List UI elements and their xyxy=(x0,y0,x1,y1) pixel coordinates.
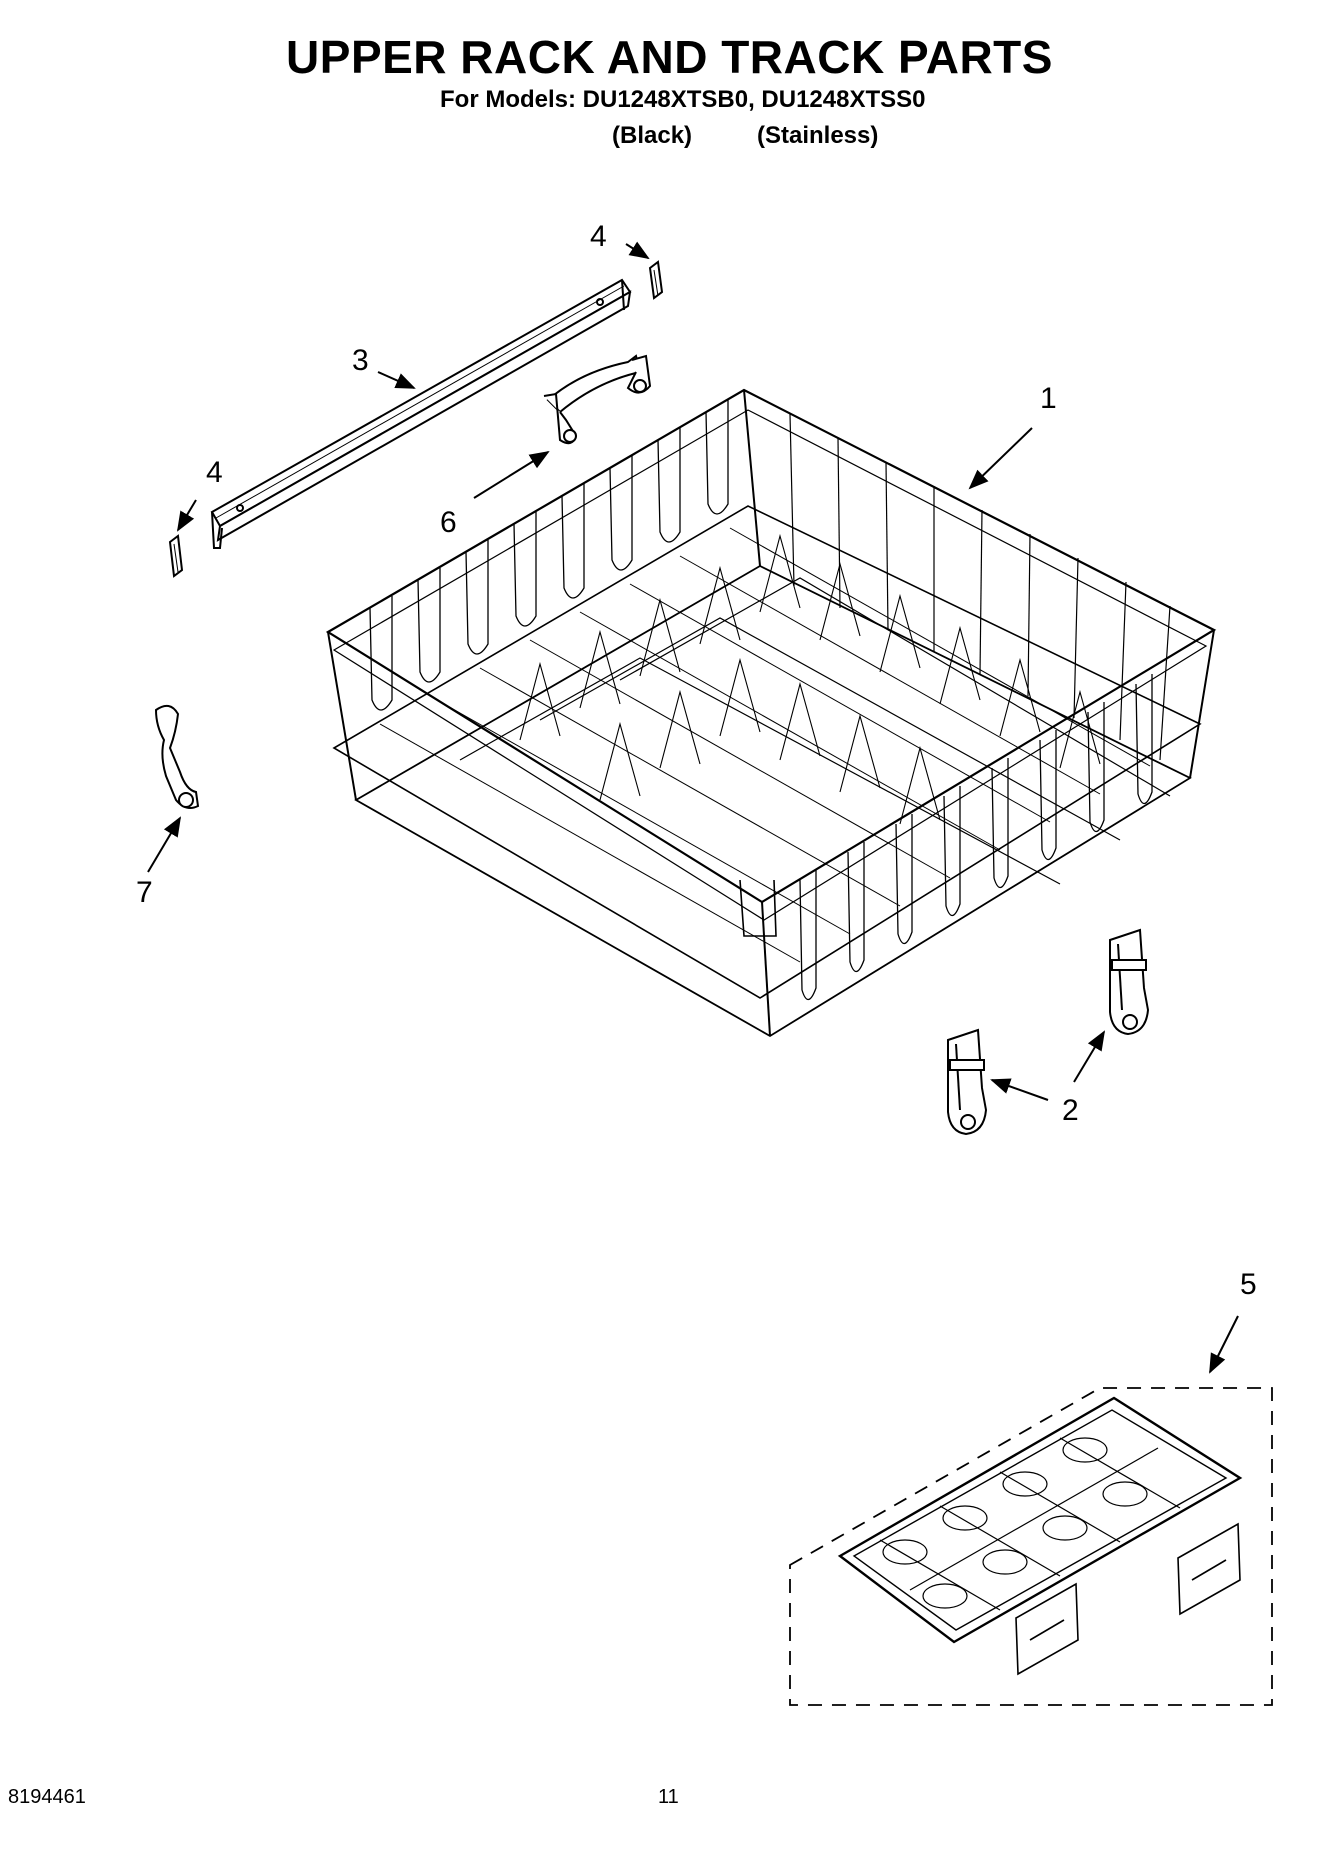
callout-7-arrow xyxy=(147,816,182,873)
variant-black-label: (Black) xyxy=(612,122,693,149)
rack-roller-left-part xyxy=(947,1028,988,1136)
track-rail-part xyxy=(210,278,632,549)
upper-wire-rack-part xyxy=(325,388,1217,1038)
callout-2: 2 xyxy=(1062,1094,1079,1127)
page-number: 11 xyxy=(658,1786,679,1808)
callout-3: 3 xyxy=(352,344,369,377)
rack-clip-part xyxy=(154,704,200,809)
callout-3-arrow xyxy=(377,371,416,389)
callout-6-arrow xyxy=(473,450,550,499)
callout-4-left: 4 xyxy=(206,456,223,489)
end-cap-top-part xyxy=(648,260,664,300)
rack-adjuster-part xyxy=(543,354,652,445)
document-number: 8194461 xyxy=(8,1786,86,1808)
cup-shelf-tray-part xyxy=(789,1387,1273,1706)
callout-6: 6 xyxy=(440,506,457,539)
callout-5-arrow xyxy=(1209,1315,1239,1374)
models-line: For Models: DU1248XTSB0, DU1248XTSS0 xyxy=(440,86,926,113)
callout-5: 5 xyxy=(1240,1268,1257,1301)
rack-roller-right-part xyxy=(1109,928,1150,1036)
callout-1-arrow xyxy=(968,427,1033,490)
end-cap-left-part xyxy=(168,534,184,578)
variant-stainless-label: (Stainless) xyxy=(757,122,879,149)
callout-7: 7 xyxy=(136,876,153,909)
callout-4-top: 4 xyxy=(590,220,607,253)
callout-2-left-arrow xyxy=(990,1078,1049,1101)
callout-4-top-arrow xyxy=(625,241,650,260)
callout-1: 1 xyxy=(1040,382,1057,415)
callout-4-left-arrow xyxy=(176,499,197,532)
page-title: UPPER RACK AND TRACK PARTS xyxy=(286,31,1053,83)
callout-2-right-arrow xyxy=(1073,1030,1106,1083)
